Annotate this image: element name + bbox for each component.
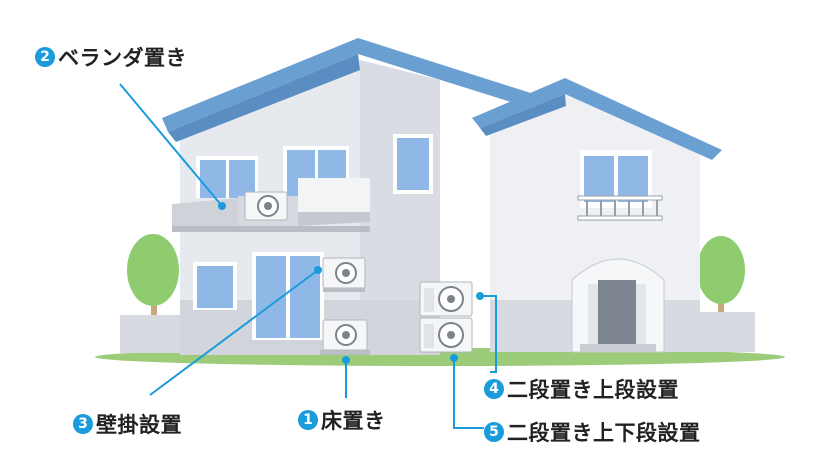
ac-unit-wall (322, 257, 366, 292)
ac-unit-balcony (244, 191, 288, 221)
window-lower-1 (193, 262, 237, 310)
leader-line-wall (149, 269, 319, 396)
callout-wall-mount: 3 壁掛設置 (73, 409, 182, 439)
window-lower-2 (244, 252, 328, 346)
window-upper-3 (393, 134, 433, 194)
callout-floor: 1 床置き (298, 405, 386, 435)
ac-unit-stack (419, 281, 473, 353)
leader-line-upper-tier (480, 295, 497, 373)
callout-number-badge: 2 (35, 47, 55, 67)
callout-number-badge: 1 (298, 410, 318, 430)
callout-number-badge: 4 (484, 379, 504, 399)
callout-balcony: 2 ベランダ置き (35, 42, 187, 72)
leader-line-balcony (119, 83, 223, 207)
window-upper-1 (196, 156, 258, 198)
ac-unit-floor (320, 319, 370, 355)
callout-upper-tier: 4 二段置き上段設置 (484, 374, 679, 404)
callout-label: 二段置き上段設置 (507, 378, 679, 402)
callout-label: 二段置き上下段設置 (507, 421, 701, 445)
callout-both-tiers: 5 二段置き上下段設置 (484, 417, 701, 447)
callout-number-badge: 5 (484, 422, 504, 442)
leader-line-both-tiers (453, 358, 484, 429)
callout-number-badge: 3 (73, 414, 93, 434)
callout-label: ベランダ置き (58, 46, 187, 70)
callout-label: 床置き (321, 409, 386, 433)
callout-label: 壁掛設置 (96, 413, 182, 437)
leader-lines (119, 83, 497, 429)
right-balcony-rail (577, 195, 663, 221)
entrance (571, 258, 665, 353)
fence-left (120, 315, 180, 353)
